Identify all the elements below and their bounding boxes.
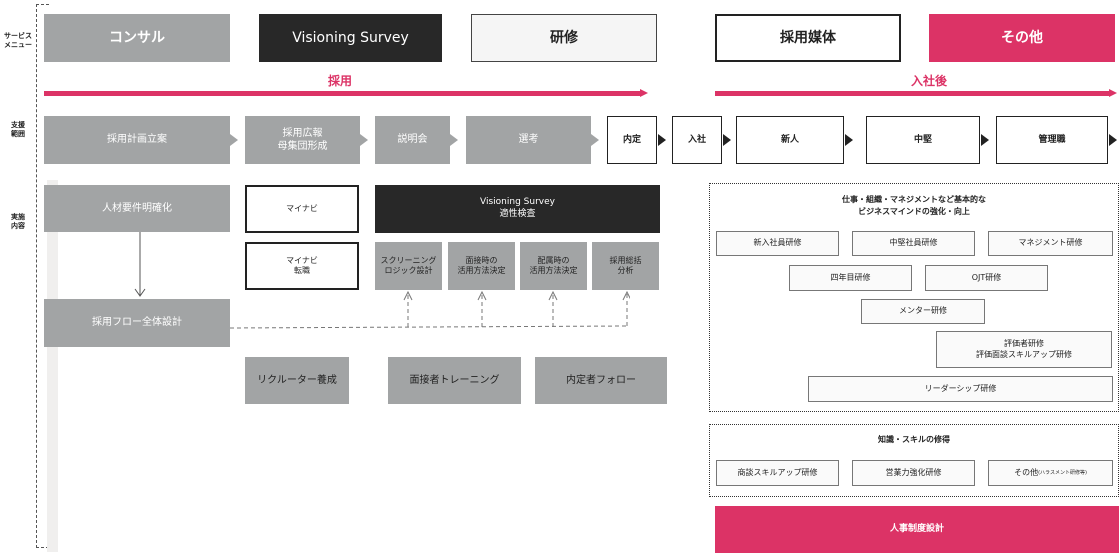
phase-after-join-label: 入社後: [910, 74, 947, 88]
impl-interviewer[interactable]: 面接者トレーニング: [388, 357, 521, 404]
flow-mid-level[interactable]: 中堅: [866, 116, 980, 164]
flow-offer[interactable]: 内定: [607, 116, 657, 164]
label-implementation: 実施内容: [11, 213, 25, 231]
flow-arrow-2: [360, 134, 368, 146]
training-ojt[interactable]: OJT研修: [925, 265, 1048, 291]
flow-arrow-3: [450, 134, 458, 146]
hr-system-design[interactable]: 人事制度設計: [715, 506, 1119, 553]
flow-selection[interactable]: 選考: [466, 116, 591, 164]
impl-requirements[interactable]: 人材要件明確化: [44, 185, 230, 232]
menu-visioning-survey[interactable]: Visioning Survey: [259, 14, 442, 62]
training-fourth-year[interactable]: 四年目研修: [789, 265, 912, 291]
phase-after-join-arrowhead: [1109, 89, 1117, 97]
phase-recruit-bar: [44, 91, 640, 96]
impl-screening[interactable]: スクリーニングロジック設計: [375, 242, 442, 290]
flow-join[interactable]: 入社: [672, 116, 722, 164]
impl-summary[interactable]: 採用総括分析: [592, 242, 659, 290]
label-support-range: 支援範囲: [11, 121, 25, 139]
training-new-staff[interactable]: 新入社員研修: [716, 231, 839, 256]
flow-arrow-1: [230, 134, 238, 146]
left-rail: [47, 180, 58, 552]
left-frame: [36, 4, 49, 548]
flow-plan[interactable]: 採用計画立案: [44, 116, 230, 164]
impl-interview-use[interactable]: 面接時の活用方法決定: [448, 242, 515, 290]
training-other[interactable]: その他(ハラスメント研修等): [988, 460, 1113, 486]
training-mid-staff[interactable]: 中堅社員研修: [852, 231, 975, 256]
training-other-main: その他: [1014, 467, 1039, 477]
impl-flow-design[interactable]: 採用フロー全体設計: [44, 299, 230, 347]
training-mentor[interactable]: メンター研修: [861, 299, 985, 324]
phase-recruit-label: 採用: [327, 74, 352, 88]
impl-offer-follow[interactable]: 内定者フォロー: [535, 357, 667, 404]
menu-other[interactable]: その他: [929, 14, 1115, 62]
flow-new-hire[interactable]: 新人: [736, 116, 844, 164]
training-other-note: (ハラスメント研修等): [1038, 469, 1087, 476]
impl-mynavi-change[interactable]: マイナビ転職: [245, 242, 359, 290]
flow-design-connectors: [230, 290, 630, 329]
flow-arrow-7: [845, 134, 853, 146]
requirements-to-flow-arrow: [134, 232, 146, 297]
impl-mynavi[interactable]: マイナビ: [245, 185, 359, 233]
impl-recruiter[interactable]: リクルーター養成: [245, 357, 349, 404]
training-management[interactable]: マネジメント研修: [988, 231, 1113, 256]
flow-arrow-4: [591, 134, 599, 146]
knowledge-heading: 知識・スキルの修得: [878, 435, 950, 444]
flow-arrow-8: [981, 134, 989, 146]
flow-briefing[interactable]: 説明会: [375, 116, 450, 164]
phase-recruit-arrowhead: [640, 89, 648, 97]
training-leadership[interactable]: リーダーシップ研修: [808, 376, 1113, 402]
menu-consult[interactable]: コンサル: [44, 14, 230, 62]
label-service-menu: サービスメニュー: [4, 32, 32, 50]
menu-recruit-media[interactable]: 採用媒体: [715, 14, 901, 62]
training-sales-talk[interactable]: 商談スキルアップ研修: [716, 460, 839, 486]
training-evaluator[interactable]: 評価者研修評価面談スキルアップ研修: [936, 331, 1112, 368]
training-heading: 仕事・組織・マネジメントなど基本的なビジネスマインドの強化・向上: [842, 195, 986, 216]
flow-arrow-9: [1109, 134, 1117, 146]
flow-arrow-5: [658, 134, 666, 146]
menu-training[interactable]: 研修: [471, 14, 657, 62]
flow-manager[interactable]: 管理職: [996, 116, 1108, 164]
phase-after-join-bar: [715, 91, 1109, 96]
training-sales-power[interactable]: 営業力強化研修: [852, 460, 975, 486]
flow-arrow-6: [723, 134, 731, 146]
flow-pr[interactable]: 採用広報母集団形成: [245, 116, 360, 164]
impl-assign-use[interactable]: 配属時の活用方法決定: [520, 242, 587, 290]
